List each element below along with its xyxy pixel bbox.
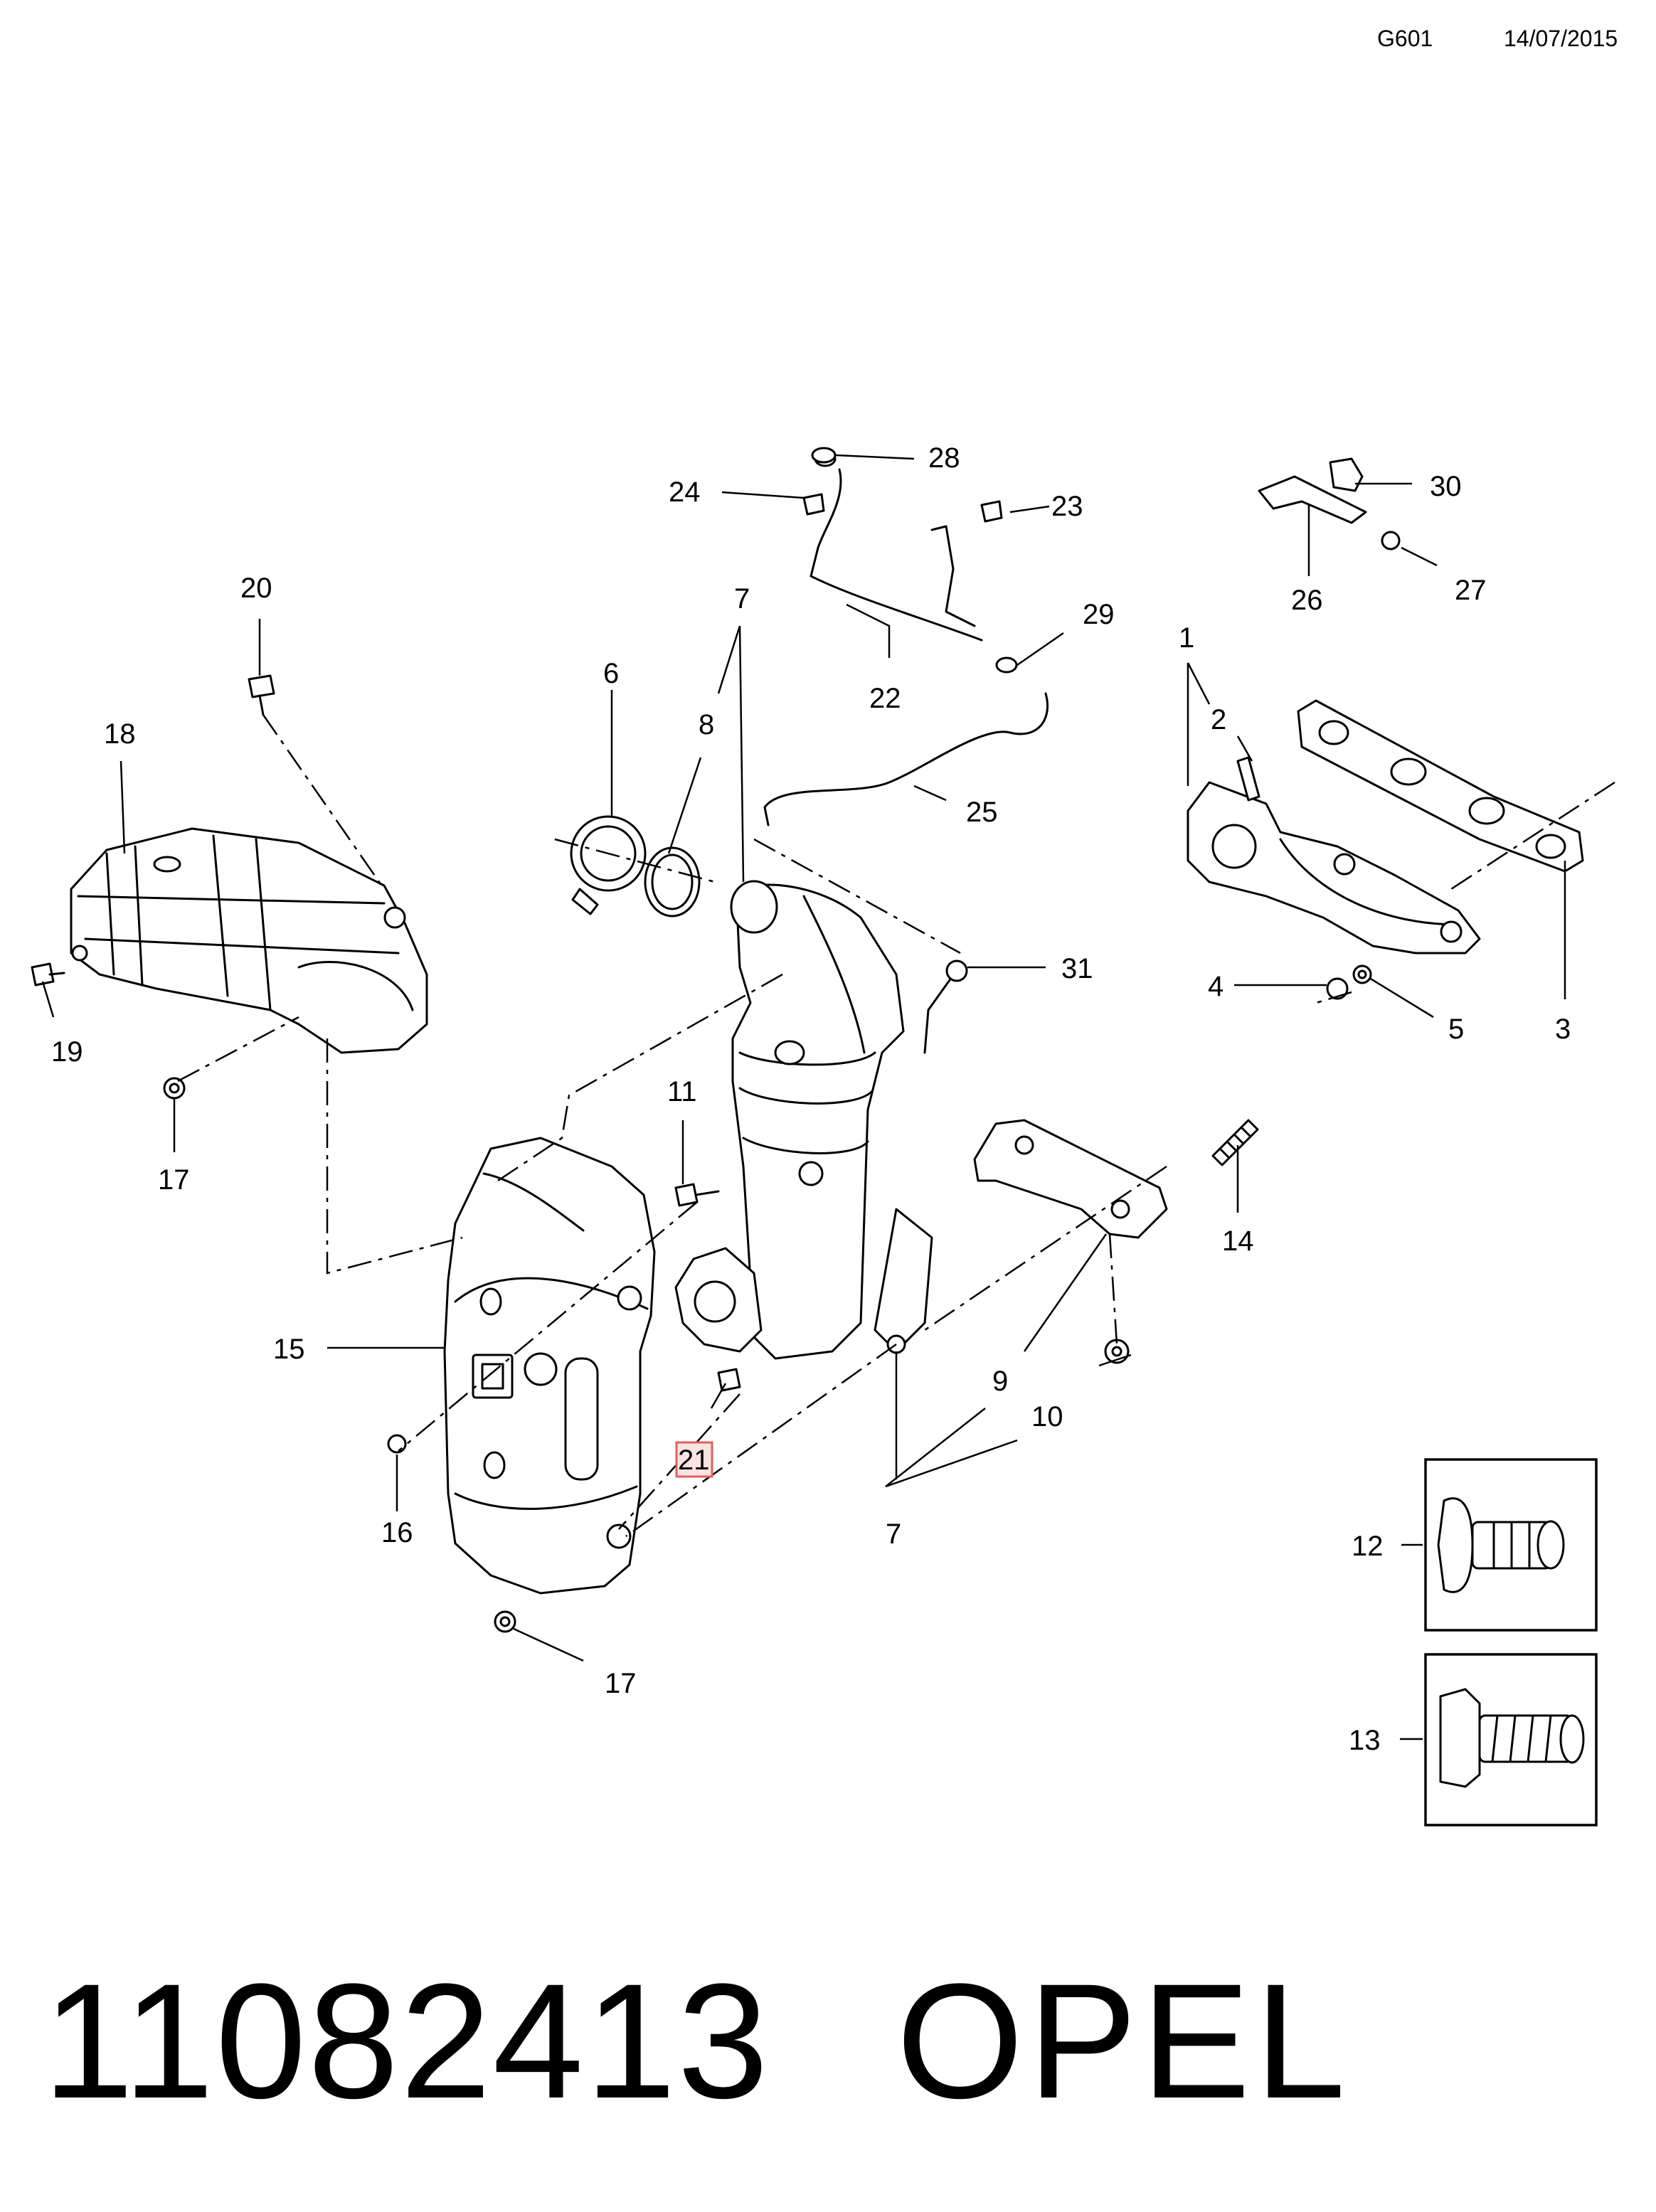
part-number: 11082413: [43, 1950, 770, 2132]
nut-17-lower: [494, 1610, 516, 1633]
callout-21: 21: [678, 1445, 710, 1476]
pressure-pipe-25: [763, 656, 1049, 826]
sensor-bracket-26: [1258, 475, 1367, 524]
diagram-date: 14/07/2015: [1504, 26, 1618, 51]
exhaust-clamp: [570, 815, 647, 915]
callout-12: 12: [1352, 1531, 1384, 1562]
nut-16: [387, 1434, 407, 1454]
callout-labels: 1 2 3 4 5 6 7 7 8 9 10 11 12 13 14 15 16…: [51, 442, 1571, 1756]
leader-lines: [41, 454, 1566, 1662]
brand-name: OPEL: [896, 1950, 1350, 2132]
nut-21: [717, 1368, 741, 1392]
sensor-fitting-31: [923, 959, 968, 1054]
callout-17a: 17: [158, 1164, 190, 1196]
callout-3: 3: [1555, 1014, 1571, 1045]
sensor-30: [1329, 457, 1364, 492]
callout-18: 18: [104, 718, 136, 750]
callout-31: 31: [1061, 953, 1093, 984]
upper-heat-shield: [70, 827, 428, 1054]
callout-26: 26: [1291, 585, 1323, 616]
callout-9: 9: [992, 1366, 1008, 1397]
callout-10: 10: [1031, 1401, 1063, 1432]
pressure-pipe-22: [810, 450, 983, 642]
diagram-code: G601: [1377, 26, 1433, 51]
callout-27: 27: [1455, 575, 1487, 606]
callout-19: 19: [51, 1036, 83, 1068]
callout-5: 5: [1448, 1014, 1464, 1045]
support-bracket: [973, 1119, 1168, 1239]
callout-13: 13: [1349, 1725, 1381, 1756]
exploded-parts-diagram: 1 2 3 4 5 6 7 7 8 9 10 11 12 13 14 15 16…: [31, 442, 1615, 1827]
callout-7b: 7: [886, 1519, 901, 1550]
callout-25: 25: [966, 797, 998, 828]
stud-14: [1211, 1119, 1259, 1166]
nut-27: [1381, 531, 1401, 551]
exhaust-gasket: [644, 846, 701, 918]
callout-2: 2: [1211, 704, 1226, 735]
inset-bolt-13: [1400, 1653, 1598, 1827]
bolt-23: [980, 500, 1003, 523]
callout-7a: 7: [734, 583, 750, 615]
nut-17-upper: [163, 1077, 186, 1100]
highlight-box-21: [675, 1441, 713, 1478]
manifold-gasket: [1297, 699, 1584, 873]
callout-8: 8: [699, 709, 714, 740]
callout-17b: 17: [605, 1668, 637, 1699]
catalytic-converter: [674, 880, 933, 1360]
header: G601 14/07/2015: [0, 26, 1656, 61]
callout-14: 14: [1222, 1225, 1254, 1257]
footer: 11082413 OPEL: [43, 1949, 1608, 2134]
callout-11: 11: [667, 1076, 697, 1107]
lower-heat-shield: [443, 1137, 656, 1595]
callout-1: 1: [1179, 622, 1194, 654]
callout-6: 6: [603, 658, 619, 689]
inset-bolt-12: [1401, 1458, 1598, 1632]
callout-16: 16: [381, 1517, 413, 1548]
exhaust-manifold: [1187, 781, 1481, 955]
callout-20: 20: [240, 573, 272, 604]
callout-28: 28: [928, 442, 960, 474]
callout-29: 29: [1083, 599, 1115, 630]
stud-2: [1236, 756, 1260, 802]
bolt-20: [248, 674, 275, 716]
callout-15: 15: [273, 1334, 305, 1365]
bolt-24: [802, 493, 825, 516]
nut-4: [1326, 977, 1349, 1000]
callout-23: 23: [1051, 491, 1083, 522]
callout-22: 22: [869, 683, 901, 714]
callout-30: 30: [1430, 471, 1462, 502]
cap-28: [811, 447, 837, 464]
bolt-19: [31, 962, 65, 987]
washer-5: [1352, 964, 1372, 984]
callout-4: 4: [1208, 971, 1224, 1002]
callout-24: 24: [669, 477, 701, 508]
